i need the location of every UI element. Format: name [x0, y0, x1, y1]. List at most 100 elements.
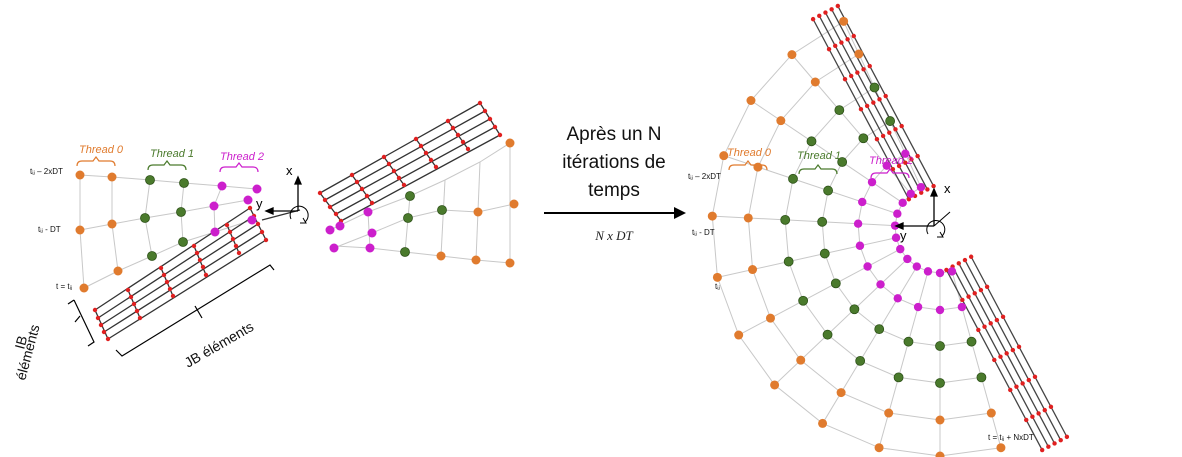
- left-thread1-label: Thread 1: [150, 148, 194, 160]
- right-ib-point-upper: [835, 3, 841, 9]
- left-jb-label: JB éléments: [182, 318, 257, 370]
- right-time-label-0: tᵢⱼ – 2xDT: [688, 172, 721, 181]
- right-ib-point-lower: [962, 257, 968, 263]
- right-grid-ring: [747, 53, 992, 421]
- right-thread-point: [996, 443, 1006, 453]
- right-ib-point-lower: [982, 324, 987, 329]
- right-thread-point: [753, 162, 763, 172]
- right-thread-point: [869, 82, 880, 93]
- right-thread-point: [770, 380, 780, 390]
- right-grid-ring: [821, 120, 972, 347]
- right-thread-point: [901, 149, 910, 158]
- right-ib-point-lower: [1020, 381, 1025, 386]
- right-thread-point: [935, 415, 945, 425]
- right-ib-point-upper: [899, 123, 904, 129]
- right-ib-point-lower: [1058, 437, 1063, 443]
- right-thread-point: [783, 256, 794, 267]
- right-thread-point: [986, 408, 996, 418]
- right-ib-point-upper: [867, 63, 872, 69]
- right-thread-point: [823, 185, 833, 196]
- right-ib-point-upper: [833, 43, 838, 49]
- right-thread-point: [707, 211, 717, 221]
- right-thread-point: [876, 280, 885, 289]
- right-time-label-2: tᵢⱼ: [715, 282, 720, 291]
- right-ib-point-lower: [1064, 434, 1070, 440]
- right-thread-point: [896, 244, 905, 254]
- right-thread-point: [839, 16, 849, 26]
- right-ib-point-upper: [839, 40, 844, 45]
- right-ib-point-upper: [890, 167, 896, 172]
- right-ib-point-upper: [925, 187, 930, 192]
- caption-arrow-head: [674, 207, 686, 219]
- right-ib-point-upper: [864, 103, 870, 109]
- right-grid-ring: [711, 20, 1001, 457]
- left-thread0-label: Thread 0: [79, 144, 124, 156]
- left-thread2-label: Thread 2: [220, 151, 264, 163]
- right-thread-point: [743, 213, 753, 223]
- right-ib-point-upper: [855, 70, 860, 75]
- right-ib-point-lower: [1016, 344, 1022, 350]
- right-thread-point: [834, 105, 845, 116]
- right-thread-point: [885, 116, 896, 126]
- right-thread-point: [882, 161, 891, 170]
- right-ib-point-lower: [972, 291, 977, 296]
- right-thread-point: [935, 451, 945, 457]
- right-grid-ring: [784, 87, 982, 384]
- right-thread-point: [874, 324, 885, 335]
- left-grid-right: [329, 142, 515, 264]
- left-ib-label-2: éléments: [12, 323, 42, 382]
- right-ib-point-lower: [998, 354, 1003, 359]
- right-ib-point-lower: [1030, 414, 1035, 419]
- right-ib-point-upper: [931, 183, 936, 189]
- right-thread-point: [912, 262, 922, 271]
- right-grid-spoke: [738, 248, 901, 336]
- right-grid-spoke: [951, 271, 1002, 448]
- right-ib-point-lower: [1032, 374, 1038, 380]
- right-ib-point-lower: [1036, 411, 1041, 416]
- right-thread-point: [957, 302, 967, 312]
- right-ib-point-upper: [887, 130, 892, 135]
- right-thread0-label: Thread 0: [727, 147, 772, 159]
- right-ib-point-upper: [906, 197, 912, 202]
- right-ib-point-upper: [893, 127, 898, 132]
- left-time-label-2: t = tᵢⱼ: [56, 282, 72, 291]
- right-thread-point: [976, 372, 987, 383]
- right-thread-point: [855, 355, 866, 366]
- right-ib-point-upper: [919, 190, 924, 195]
- left-ib-points: [92, 100, 503, 342]
- right-thread2-label: Thread 2: [869, 155, 913, 167]
- right-ib-point-lower: [1004, 351, 1009, 356]
- right-thread-point: [837, 157, 848, 167]
- right-ib-point-lower: [976, 327, 981, 333]
- right-ib-point-lower: [1008, 387, 1013, 393]
- left-ib-label-1: IB: [11, 334, 30, 351]
- right-axes: [894, 187, 951, 238]
- right-grid-spoke: [774, 258, 908, 386]
- right-thread-point: [806, 136, 817, 147]
- right-thread-point: [903, 336, 914, 347]
- right-thread-point: [719, 151, 729, 161]
- left-thread-braces: [76, 156, 259, 173]
- right-ib-point-upper: [880, 133, 886, 139]
- left-thread0-points: [75, 138, 519, 293]
- right-ib-point-lower: [944, 267, 949, 273]
- right-thread-point: [966, 336, 977, 347]
- right-diagram: Thread 0 Thread 1 Thread 2 tᵢⱼ – 2xDT tᵢ…: [688, 3, 1070, 457]
- right-thread-point: [903, 254, 912, 264]
- right-thread-point: [818, 418, 828, 428]
- right-ib-point-upper: [874, 137, 880, 142]
- right-ib-point-lower: [1010, 347, 1016, 353]
- right-thread-point: [874, 443, 884, 453]
- right-ib-point-upper: [861, 67, 866, 72]
- right-thread-point: [884, 408, 894, 418]
- right-thread-braces: [728, 160, 910, 179]
- right-thread-point: [822, 329, 833, 340]
- right-thread-point: [935, 378, 945, 388]
- right-thread-point: [712, 272, 722, 282]
- right-thread-point: [780, 214, 791, 225]
- right-thread-point: [916, 183, 926, 192]
- left-axis-x-label: x: [286, 163, 293, 178]
- right-thread-point: [923, 267, 933, 276]
- right-thread-point: [849, 304, 860, 315]
- caption-formula: N x DT: [594, 228, 633, 243]
